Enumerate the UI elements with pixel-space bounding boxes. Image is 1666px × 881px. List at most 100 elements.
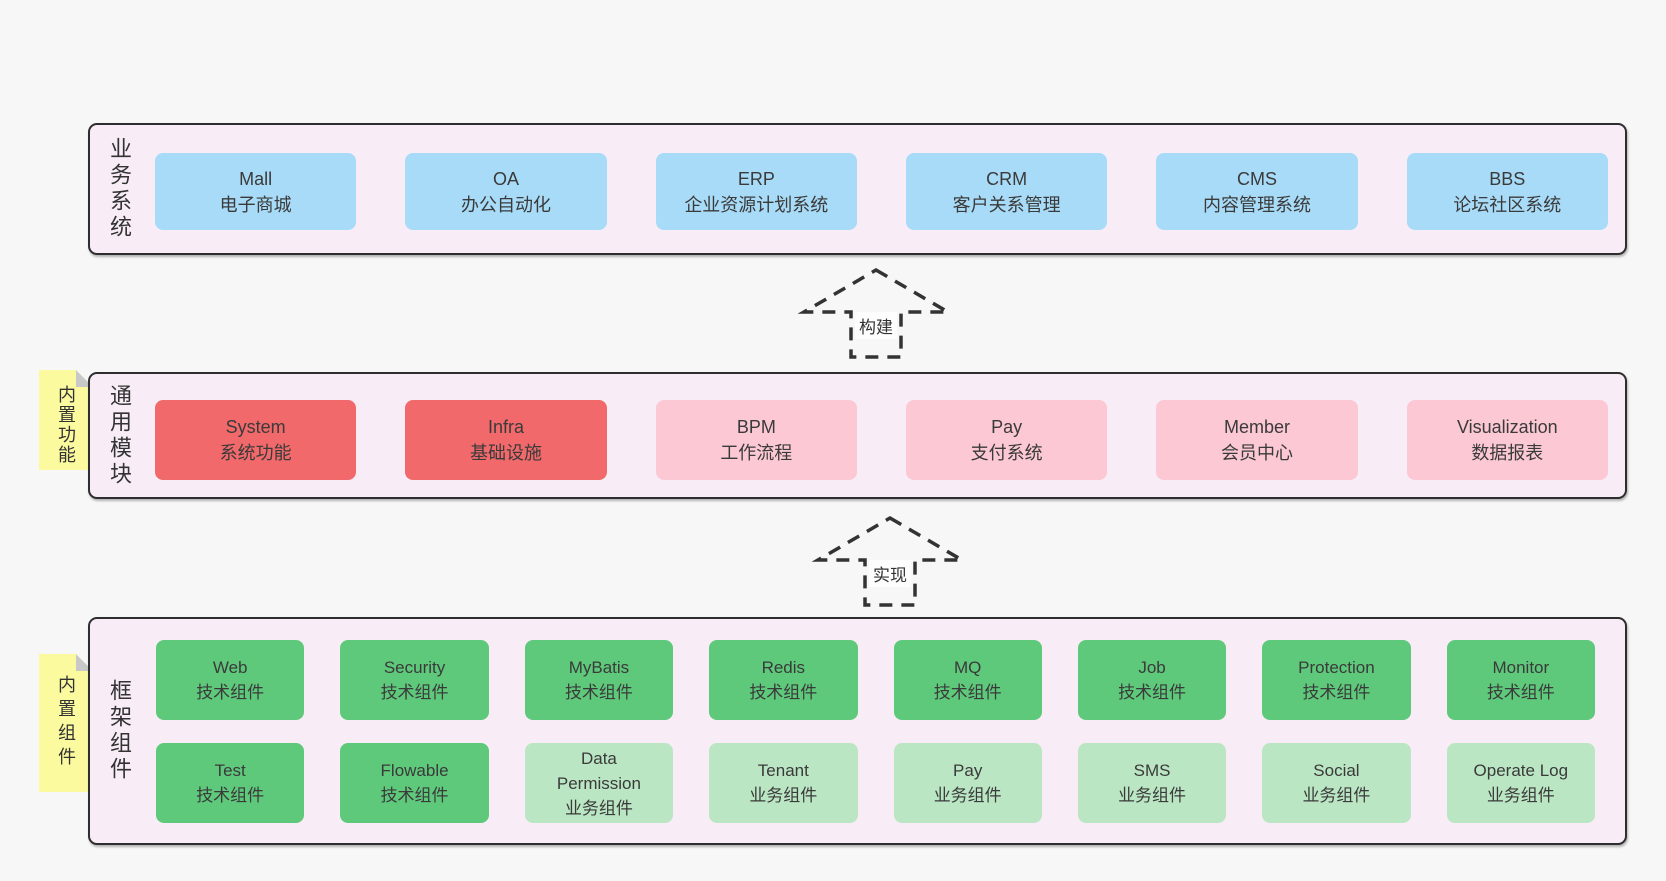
box-protection: Protection 技术组件 [1262,640,1411,720]
box-flowable: Flowable 技术组件 [340,743,489,823]
box-title: Web [212,658,248,677]
box-oa: OA 办公自动化 [405,153,607,230]
box-title: Monitor [1492,658,1550,677]
box-data-permission: Data Permission 业务组件 [524,743,674,823]
box-mybatis: MyBatis 技术组件 [524,640,674,720]
box-subtitle: 电子商城 [219,194,292,215]
box-subtitle: 业务组件 [933,786,1002,805]
box-subtitle: 技术组件 [196,786,265,805]
box-subtitle: 技术组件 [196,683,265,702]
box-title: SMS [1133,761,1171,780]
box-title: System [225,417,286,437]
box-mq: MQ 技术组件 [893,640,1042,720]
business-boxes: Mall 电子商城 OA 办公自动化 ERP 企业资源计划系统 CRM 客户关系… [155,153,1608,230]
box-subtitle: 客户关系管理 [952,194,1061,215]
box-subtitle: 工作流程 [720,443,793,463]
box-title: Job [1138,658,1166,677]
box-subtitle: 技术组件 [749,683,818,702]
box-monitor: Monitor 技术组件 [1446,640,1595,720]
module-boxes: System 系统功能 Infra 基础设施 BPM 工作流程 Pay 支付系统… [155,400,1608,480]
box-subtitle: 办公自动化 [460,194,551,215]
box-pay-module: Pay 支付系统 [905,400,1108,480]
panel-framework-components: 框架组件 Web 技术组件 Security 技术组件 MyBatis 技术组件… [88,617,1627,845]
dashed-up-arrow-icon [811,515,969,607]
panel-label-framework-components: 框架组件 [107,679,132,783]
box-subtitle: 数据报表 [1471,443,1544,463]
box-title: BPM [736,417,776,437]
box-subtitle: 技术组件 [380,683,449,702]
box-subtitle: 会员中心 [1220,443,1293,463]
box-title: BBS [1489,168,1526,189]
box-infra: Infra 基础设施 [405,400,607,480]
box-title: MQ [953,658,982,677]
sticky-note-builtin-features: 内置功能 [39,370,93,470]
box-title: CRM [986,168,1028,189]
box-web: Web 技术组件 [156,640,305,720]
box-visualization: Visualization 数据报表 [1406,400,1608,480]
box-bbs: BBS 论坛社区系统 [1406,153,1608,230]
box-member: Member 会员中心 [1156,400,1358,480]
box-social: Social 业务组件 [1262,743,1411,823]
box-redis: Redis 技术组件 [709,640,858,720]
arrow-implement: 实现 [811,515,969,608]
box-subtitle: 系统功能 [219,443,292,463]
box-subtitle: 论坛社区系统 [1453,194,1562,215]
box-erp: ERP 企业资源计划系统 [655,153,857,230]
box-title: Data Permission [556,748,641,793]
box-tenant: Tenant 业务组件 [709,743,858,823]
box-title: CMS [1236,168,1277,189]
panel-label-common-modules: 通用模块 [107,383,132,488]
box-title: Protection [1298,658,1375,677]
box-title: Operate Log [1473,761,1569,780]
box-title: OA [492,168,519,189]
box-operate-log: Operate Log 业务组件 [1446,743,1595,823]
box-subtitle: 技术组件 [933,683,1002,702]
box-test: Test 技术组件 [156,743,305,823]
box-subtitle: 技术组件 [1118,683,1187,702]
box-title: Mall [239,168,273,189]
box-title: Security [383,658,446,677]
box-bpm: BPM 工作流程 [655,400,857,480]
arrow-build: 构建 [797,267,955,360]
arrow-build-label: 构建 [855,312,897,339]
box-title: ERP [737,168,775,189]
box-subtitle: 业务组件 [1302,786,1371,805]
box-subtitle: 企业资源计划系统 [684,194,829,215]
box-subtitle: 技术组件 [564,683,633,702]
box-title: Flowable [380,761,449,780]
box-title: MyBatis [568,658,630,677]
box-subtitle: 技术组件 [1302,683,1371,702]
panel-business-systems: 业务系统 Mall 电子商城 OA 办公自动化 ERP 企业资源计划系统 CRM… [88,123,1627,255]
box-title: Visualization [1456,417,1558,437]
box-title: Pay [953,761,983,780]
box-title: Member [1223,417,1290,437]
panel-common-modules: 通用模块 System 系统功能 Infra 基础设施 BPM 工作流程 Pay… [88,372,1627,499]
box-title: Redis [761,658,806,677]
box-title: Social [1313,761,1360,780]
sticky-note-builtin-components: 内置组件 [39,654,93,792]
box-cms: CMS 内容管理系统 [1156,153,1358,230]
note-label: 内置组件 [56,675,76,771]
box-security: Security 技术组件 [340,640,489,720]
box-subtitle: 内容管理系统 [1202,194,1311,215]
box-sms: SMS 业务组件 [1077,743,1227,823]
box-subtitle: 业务组件 [1486,786,1555,805]
box-job: Job 技术组件 [1077,640,1227,720]
box-crm: CRM 客户关系管理 [905,153,1108,230]
panel-label-business-systems: 业务系统 [107,137,132,241]
box-system: System 系统功能 [155,400,357,480]
box-title: Infra [487,417,524,437]
dashed-up-arrow-icon [797,267,955,359]
box-mall: Mall 电子商城 [155,153,357,230]
box-subtitle: 基础设施 [469,443,542,463]
box-subtitle: 业务组件 [564,798,633,818]
box-pay-component: Pay 业务组件 [893,743,1042,823]
box-title: Test [214,761,246,780]
note-label: 内置功能 [56,385,76,465]
box-subtitle: 业务组件 [749,786,818,805]
box-subtitle: 支付系统 [970,443,1043,463]
box-title: Tenant [757,761,809,780]
box-subtitle: 业务组件 [1118,786,1187,805]
framework-boxes: Web 技术组件 Security 技术组件 MyBatis 技术组件 Redi… [156,640,1595,823]
